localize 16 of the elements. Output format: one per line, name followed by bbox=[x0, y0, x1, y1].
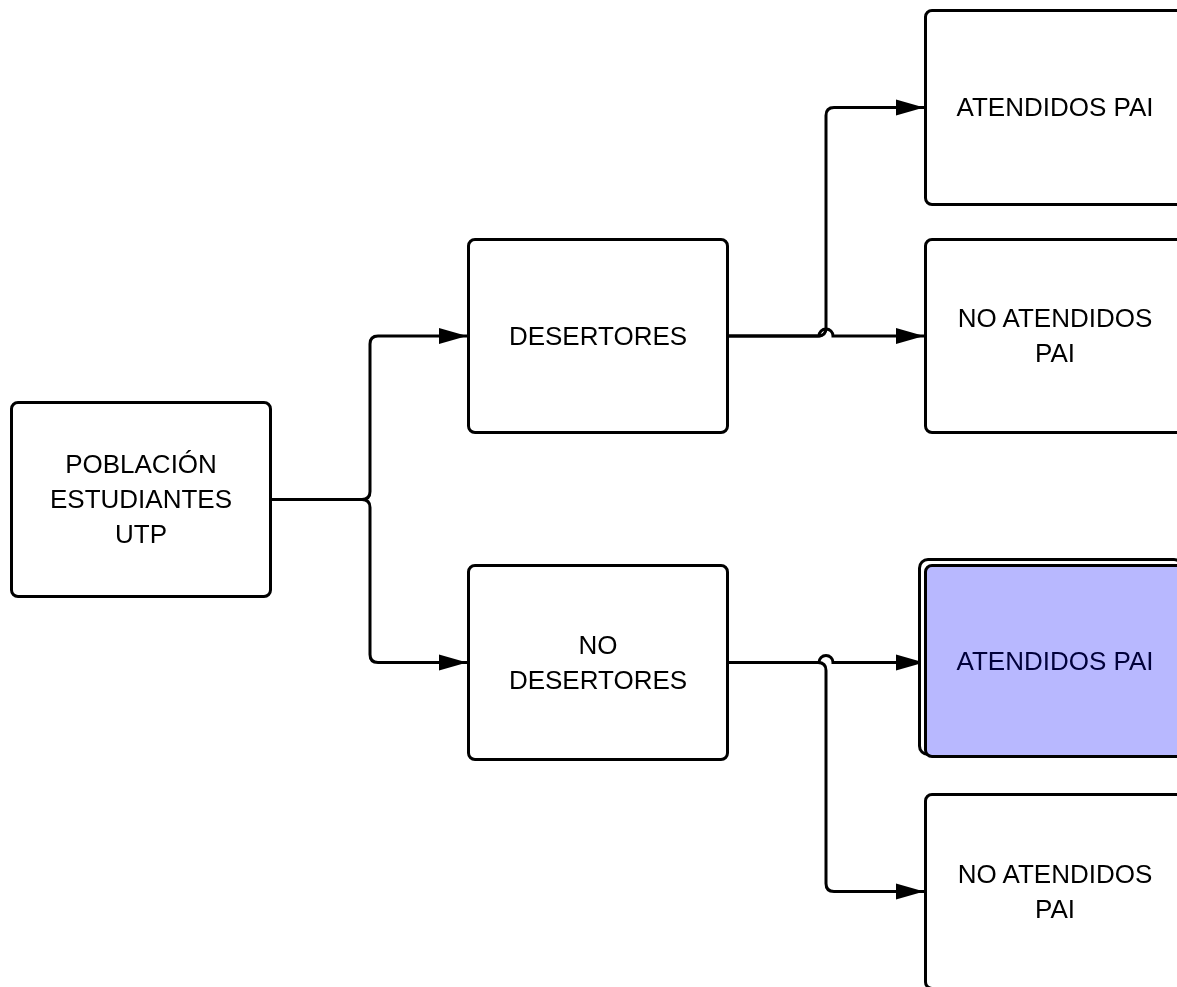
arrow bbox=[729, 661, 924, 900]
process-box bbox=[467, 238, 729, 434]
box-label: POBLACIÓN ESTUDIANTES UTP bbox=[49, 448, 233, 551]
process-box bbox=[924, 9, 1177, 206]
process-box bbox=[924, 793, 1177, 987]
process-box bbox=[467, 564, 729, 761]
process-box bbox=[924, 238, 1177, 434]
box-label: NO DESERTORES bbox=[507, 628, 689, 697]
box-label: ATENDIDOS PAI bbox=[956, 644, 1154, 678]
box-label: DESERTORES bbox=[508, 319, 688, 353]
arrow bbox=[272, 498, 467, 671]
process-box bbox=[10, 401, 272, 598]
arrow bbox=[729, 327, 924, 344]
box-label: NO ATENDIDOS PAI bbox=[956, 857, 1154, 926]
box-label: ATENDIDOS PAI bbox=[956, 91, 1154, 124]
box-label: NO ATENDIDOS PAI bbox=[956, 302, 1154, 370]
